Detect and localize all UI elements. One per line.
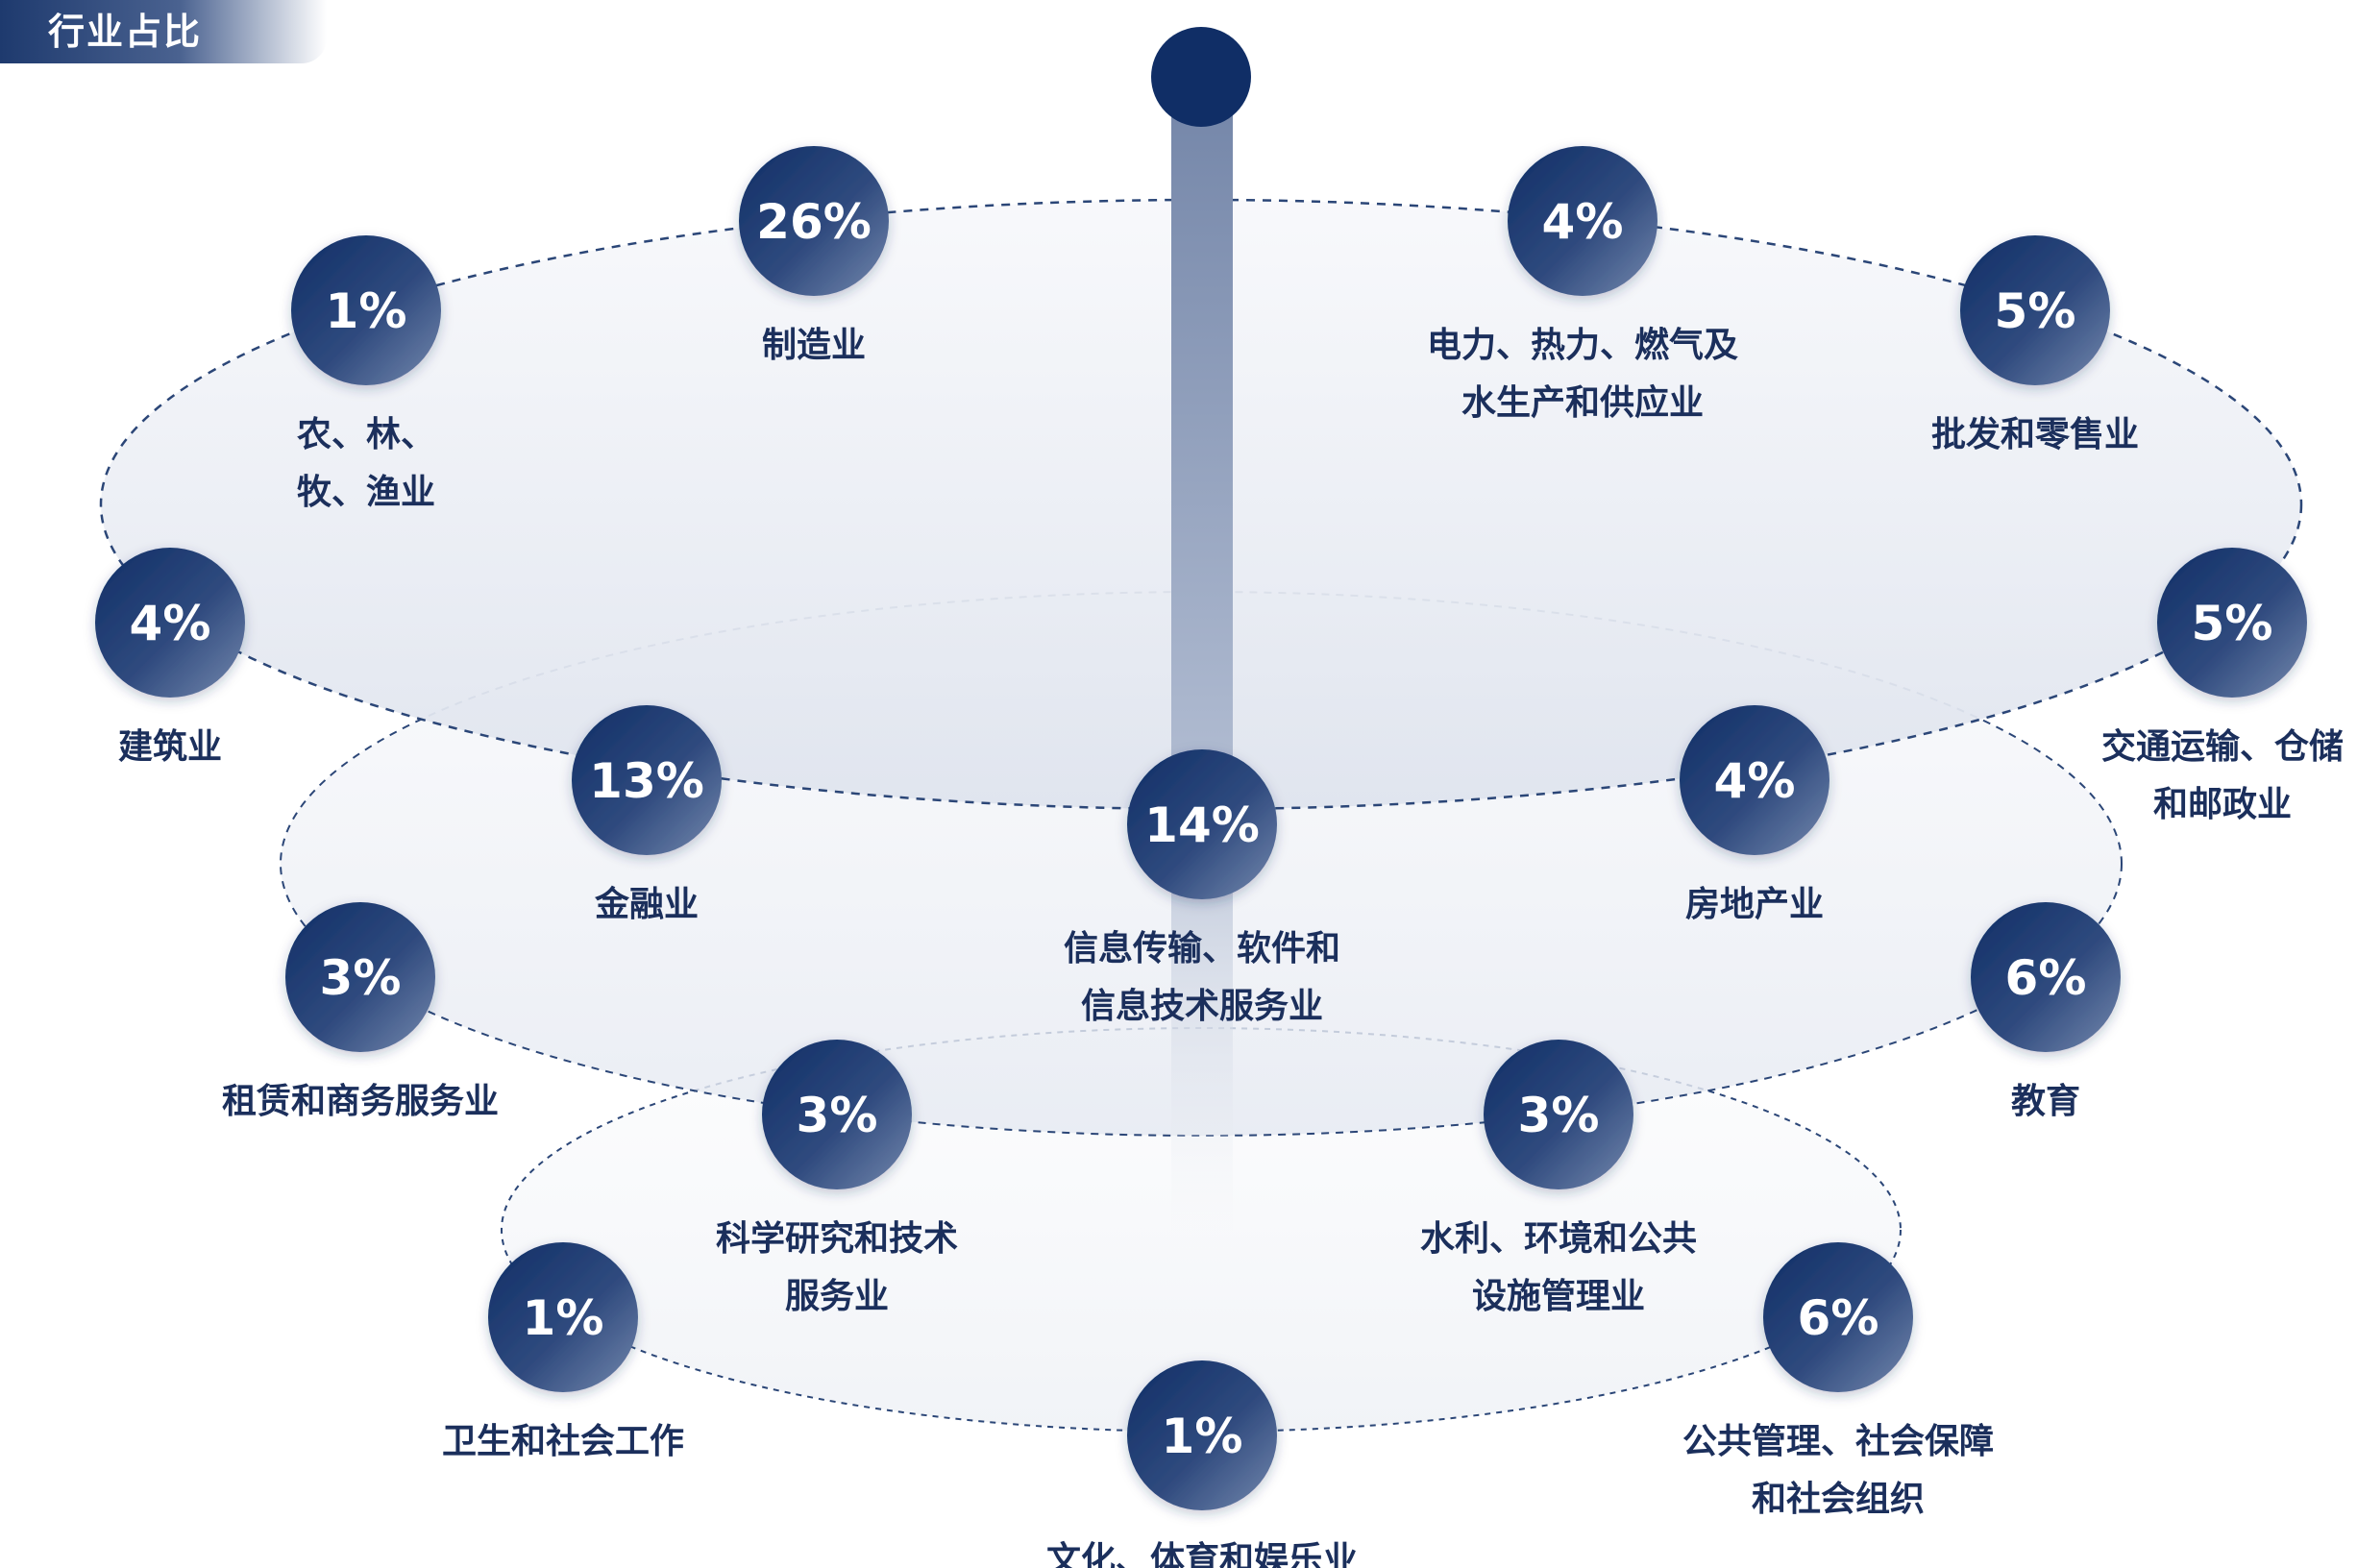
bubble-label-15-0: 文化、体育和娱乐业	[1046, 1540, 1358, 1568]
bubble-label-11-0: 科学研究和技术	[716, 1218, 958, 1259]
bubble-label-12-0: 水利、环境和公共	[1420, 1219, 1697, 1259]
bubble-15	[1127, 1360, 1277, 1510]
bubble-label-5-1: 和邮政业	[2153, 785, 2292, 824]
page-title: 行业占比	[48, 11, 203, 53]
bubble-11	[762, 1040, 912, 1189]
bubble-6	[572, 705, 722, 855]
bubble-value-0: 26%	[756, 194, 872, 250]
bubble-7	[1127, 749, 1277, 899]
bubble-0	[739, 146, 889, 296]
bubble-label-5-0: 交通运输、仓储	[2101, 726, 2344, 767]
bubble-label-4-0: 建筑业	[118, 727, 222, 767]
bubble-label-14-1: 和社会组织	[1752, 1480, 1925, 1519]
bubble-label-1-1: 水生产和供应业	[1461, 383, 1704, 423]
bubble-value-10: 6%	[2005, 950, 2087, 1006]
bubble-label-2-0: 农、林、	[297, 415, 435, 454]
bubble-4	[95, 548, 245, 698]
pole-top-knob	[1151, 27, 1251, 127]
bubble-label-2-1: 牧、渔业	[297, 473, 435, 512]
bubble-value-12: 3%	[1518, 1088, 1600, 1143]
bubble-value-13: 1%	[523, 1290, 604, 1346]
bubble-10	[1971, 902, 2121, 1052]
center-pole	[1171, 79, 1233, 1289]
bubble-label-10-0: 教育	[2011, 1082, 2080, 1121]
bubble-value-2: 1%	[326, 283, 407, 339]
bubble-14	[1763, 1242, 1913, 1392]
bubble-12	[1484, 1040, 1633, 1189]
title-tab: 行业占比	[0, 0, 327, 63]
bubble-value-7: 14%	[1144, 797, 1260, 853]
bubble-value-14: 6%	[1798, 1290, 1879, 1346]
bubble-value-4: 4%	[130, 596, 211, 651]
bubble-value-6: 13%	[589, 753, 704, 809]
bubble-value-3: 5%	[1995, 283, 2076, 339]
bubble-2	[291, 235, 441, 385]
bubble-value-8: 4%	[1714, 753, 1796, 809]
bubble-label-1-0: 电力、热力、燃气及	[1427, 326, 1738, 365]
bubble-value-11: 3%	[797, 1088, 878, 1143]
bubble-value-9: 3%	[320, 950, 402, 1006]
bubble-label-13-0: 卫生和社会工作	[442, 1422, 684, 1461]
bubble-label-7-0: 信息传输、软件和	[1064, 929, 1340, 968]
bubble-label-0-0: 制造业	[762, 326, 866, 365]
bubble-label-8-0: 房地产业	[1685, 885, 1824, 924]
bubble-label-9-0: 租赁和商务服务业	[222, 1082, 499, 1121]
bubble-9	[285, 902, 435, 1052]
bubble-label-7-1: 信息技术服务业	[1081, 987, 1323, 1026]
bubble-1	[1508, 146, 1657, 296]
bubble-label-3-0: 批发和零售业	[1931, 415, 2139, 454]
bubble-13	[488, 1242, 638, 1392]
bubble-3	[1960, 235, 2110, 385]
bubble-5	[2157, 548, 2307, 698]
bubble-value-15: 1%	[1162, 1409, 1243, 1464]
bubble-label-11-1: 服务业	[785, 1277, 889, 1316]
bubble-label-12-1: 设施管理业	[1472, 1277, 1645, 1316]
bubble-value-5: 5%	[2192, 596, 2273, 651]
bubble-8	[1680, 705, 1829, 855]
bubble-label-6-0: 金融业	[594, 884, 699, 924]
bubble-value-1: 4%	[1542, 194, 1624, 250]
bubble-label-14-0: 公共管理、社会保障	[1682, 1422, 1994, 1461]
